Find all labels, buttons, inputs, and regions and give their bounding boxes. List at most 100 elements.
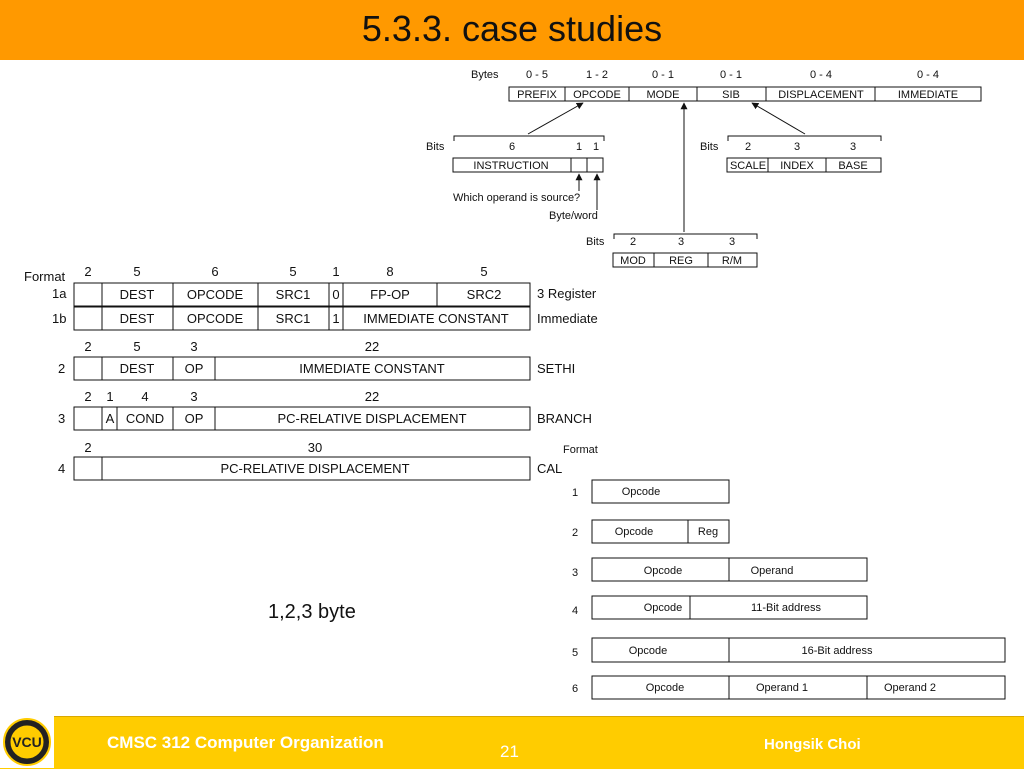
sib-size-2: 3	[850, 141, 856, 153]
mode-field-rm: R/M	[722, 255, 742, 267]
f4-size-0: 2	[84, 440, 91, 455]
f2-dest: DEST	[120, 361, 155, 376]
field-prefix: PREFIX	[517, 89, 557, 101]
g4-opcode: Opcode	[644, 602, 683, 614]
f1a-row	[73, 282, 531, 307]
opcode-size-1: 1	[576, 141, 582, 153]
sib-size-0: 2	[745, 141, 751, 153]
sib-field-scale: SCALE	[730, 160, 766, 172]
mode-bracket	[613, 233, 758, 239]
f3-disp: PC-RELATIVE DISPLACEMENT	[277, 411, 466, 426]
g1-num: 1	[572, 487, 578, 499]
f1a-bit: 0	[332, 287, 339, 302]
g2-num: 2	[572, 527, 578, 539]
mode-field-reg: REG	[669, 255, 693, 267]
g5-row	[591, 637, 1006, 663]
field-opcode: OPCODE	[573, 89, 621, 101]
f1a-dest: DEST	[120, 287, 155, 302]
f3-row	[73, 406, 531, 431]
vcu-logo: VCU	[3, 718, 51, 766]
f3-label: 3	[58, 411, 65, 426]
g1-opcode: Opcode	[622, 486, 661, 498]
f1b-desc: Immediate	[537, 311, 598, 326]
f1b-src1: SRC1	[276, 311, 311, 326]
size-prefix: 0 - 5	[526, 69, 548, 81]
generic-format-label: Format	[563, 444, 598, 456]
sib-field-index: INDEX	[780, 160, 814, 172]
g3-opcode: Opcode	[644, 565, 683, 577]
f1a-size-3: 5	[289, 264, 296, 279]
opcode-bracket	[453, 135, 605, 141]
vcu-logo-text: VCU	[12, 734, 42, 750]
pentium-field-row	[508, 86, 982, 102]
f1a-size-1: 5	[133, 264, 140, 279]
f3-desc: BRANCH	[537, 411, 592, 426]
size-displacement: 0 - 4	[810, 69, 832, 81]
f1a-src1: SRC1	[276, 287, 311, 302]
instruction-format-diagram: Bytes 0 - 5 1 - 2 0 - 1 0 - 1 0 - 4 0 - …	[24, 69, 1006, 700]
f2-label: 2	[58, 361, 65, 376]
g5-address: 16-Bit address	[802, 645, 873, 657]
f3-cond: COND	[126, 411, 164, 426]
f2-immediate: IMMEDIATE CONSTANT	[299, 361, 444, 376]
f2-row	[73, 356, 531, 381]
byte-label: 1,2,3 byte	[268, 601, 356, 623]
g4-address: 11-Bit address	[751, 602, 822, 614]
sib-size-1: 3	[794, 141, 800, 153]
f1a-size-2: 6	[211, 264, 218, 279]
title-bar	[0, 0, 1024, 60]
mode-detail: Bits 2 3 3 MOD REG R/M	[586, 233, 758, 268]
g6-operand1: Operand 1	[756, 682, 808, 694]
g4-row	[591, 595, 868, 620]
f1a-opcode: OPCODE	[187, 287, 244, 302]
f1a-size-4: 1	[332, 264, 339, 279]
sparc-formats: Format 2 5 6 5 1 8 5 1a DEST OPCODE SRC1…	[24, 264, 598, 481]
f1a-fpop: FP-OP	[370, 287, 410, 302]
footer-author: Hongsik Choi	[764, 736, 861, 753]
g3-operand: Operand	[751, 565, 794, 577]
g6-num: 6	[572, 683, 578, 695]
mode-bits-label: Bits	[586, 236, 605, 248]
f1a-size-5: 8	[386, 264, 393, 279]
field-displacement: DISPLACEMENT	[778, 89, 864, 101]
f1b-dest: DEST	[120, 311, 155, 326]
f1a-desc: 3 Register	[537, 286, 597, 301]
g6-row	[591, 675, 1006, 700]
sib-field-base: BASE	[838, 160, 867, 172]
g2-reg: Reg	[698, 526, 718, 538]
f3-a: A	[106, 411, 115, 426]
f3-size-2: 4	[141, 389, 148, 404]
f1a-size-6: 5	[480, 264, 487, 279]
bytes-label: Bytes	[471, 69, 499, 81]
g6-operand2: Operand 2	[884, 682, 936, 694]
f1a-label: 1a	[52, 286, 67, 301]
mode-field-mod: MOD	[620, 255, 646, 267]
f2-op: OP	[185, 361, 204, 376]
arrow-opcode	[527, 102, 584, 135]
sib-bits-label: Bits	[700, 141, 719, 153]
size-immediate: 0 - 4	[917, 69, 939, 81]
mode-size-1: 3	[678, 236, 684, 248]
note-source: Which operand is source?	[453, 192, 580, 204]
f3-op: OP	[185, 411, 204, 426]
footer-page-number: 21	[500, 742, 519, 761]
f1b-row	[73, 306, 531, 331]
f1b-opcode: OPCODE	[187, 311, 244, 326]
f2-size-0: 2	[84, 339, 91, 354]
footer-bar	[0, 716, 1024, 769]
opcode-size-0: 6	[509, 141, 515, 153]
g1-row	[591, 479, 730, 504]
g4-num: 4	[572, 605, 578, 617]
f2-desc: SETHI	[537, 361, 575, 376]
sparc-format-label: Format	[24, 269, 66, 284]
g2-row	[591, 519, 730, 544]
f4-size-1: 30	[308, 440, 322, 455]
note-byte-word: Byte/word	[549, 210, 598, 222]
size-opcode: 1 - 2	[586, 69, 608, 81]
f1b-label: 1b	[52, 311, 66, 326]
g5-num: 5	[572, 647, 578, 659]
size-sib: 0 - 1	[720, 69, 742, 81]
generic-formats: Format 1 Opcode 2 Opcode Reg 3 Opcode Op…	[563, 444, 1006, 700]
f2-size-2: 3	[190, 339, 197, 354]
